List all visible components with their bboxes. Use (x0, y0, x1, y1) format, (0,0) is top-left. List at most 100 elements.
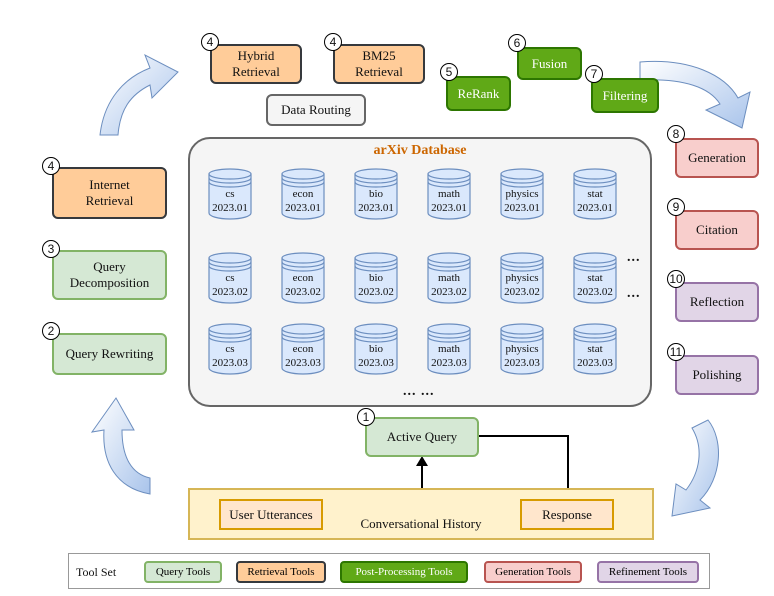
cylinder-date: 2023.03 (431, 357, 467, 369)
legend-item: Retrieval Tools (236, 561, 326, 583)
active-query-label: Active Query (386, 429, 458, 444)
database-cylinder: math 2023.01 (427, 168, 471, 220)
cylinder-category: cs (225, 343, 235, 355)
step-number: 6 (508, 34, 526, 52)
active-query-box: Active Query (365, 417, 479, 457)
reflection-label: Reflection (689, 294, 745, 309)
polishing-box: Polishing (675, 355, 759, 395)
cylinder-date: 2023.01 (285, 202, 321, 214)
database-cylinder: bio 2023.02 (354, 252, 398, 304)
arrow-to-retrieval (99, 53, 179, 136)
rerank-label: ReRank (457, 85, 500, 101)
bm25-retrieval-label: BM25 Retrieval (355, 48, 403, 79)
cylinder-category: econ (292, 272, 314, 284)
database-cylinder: cs 2023.03 (208, 323, 252, 375)
query-rewriting-box: Query Rewriting (52, 333, 167, 375)
user-utterances-box: User Utterances (219, 499, 323, 530)
cylinder-category: econ (292, 188, 314, 200)
step-number: 4 (324, 33, 342, 51)
rerank-box: ReRank (446, 76, 511, 111)
legend-item: Refinement Tools (597, 561, 699, 583)
legend-item: Query Tools (144, 561, 222, 583)
cylinder-category: stat (587, 188, 603, 200)
cylinder-date: 2023.03 (504, 357, 540, 369)
conversational-history-label: Conversational History (360, 516, 482, 531)
ellipsis-bottom: ... ... (403, 384, 435, 399)
cylinder-date: 2023.03 (285, 357, 321, 369)
fusion-box: Fusion (517, 47, 582, 80)
cylinder-category: bio (368, 188, 384, 200)
database-cylinder: econ 2023.02 (281, 252, 325, 304)
cylinder-category: physics (505, 188, 539, 200)
cylinder-category: stat (587, 343, 603, 355)
query-rewriting-label: Query Rewriting (65, 346, 154, 361)
cylinder-date: 2023.02 (577, 286, 613, 298)
bm25-retrieval-box: BM25 Retrieval (333, 44, 425, 84)
cylinder-date: 2023.01 (431, 202, 467, 214)
cylinder-category: physics (505, 272, 539, 284)
filtering-box: Filtering (591, 78, 659, 113)
step-number: 5 (440, 63, 458, 81)
database-cylinder: bio 2023.03 (354, 323, 398, 375)
hybrid-retrieval-box: Hybrid Retrieval (210, 44, 302, 84)
database-cylinder: physics 2023.01 (500, 168, 544, 220)
legend-item: Generation Tools (484, 561, 582, 583)
cylinder-category: bio (368, 272, 384, 284)
step-number: 9 (667, 198, 685, 216)
step-number: 2 (42, 322, 60, 340)
internet-retrieval-label: Internet Retrieval (85, 177, 134, 208)
database-cylinder: math 2023.03 (427, 323, 471, 375)
generation-box: Generation (675, 138, 759, 178)
response-label: Response (542, 506, 592, 522)
database-cylinder: physics 2023.03 (500, 323, 544, 375)
cylinder-date: 2023.01 (504, 202, 540, 214)
ellipsis-right: ... (627, 286, 641, 301)
cylinder-date: 2023.01 (577, 202, 613, 214)
step-number: 4 (42, 157, 60, 175)
legend-item: Post-Processing Tools (340, 561, 468, 583)
cylinder-date: 2023.02 (358, 286, 394, 298)
cylinder-category: physics (505, 343, 539, 355)
citation-label: Citation (696, 222, 738, 237)
data-routing-box: Data Routing (266, 94, 366, 126)
polishing-label: Polishing (692, 367, 742, 382)
cylinder-date: 2023.03 (212, 357, 248, 369)
generation-label: Generation (688, 150, 746, 165)
database-cylinder: bio 2023.01 (354, 168, 398, 220)
cylinder-date: 2023.02 (285, 286, 321, 298)
database-title: arXiv Database (373, 143, 467, 158)
step-number: 1 (357, 408, 375, 426)
database-cylinder: econ 2023.03 (281, 323, 325, 375)
cylinder-date: 2023.03 (358, 357, 394, 369)
query-decomposition-label: Query Decomposition (69, 259, 150, 290)
cylinder-category: math (438, 188, 460, 200)
arrow-to-query (90, 397, 151, 495)
user-utterances-label: User Utterances (229, 506, 313, 522)
arrow-to-history (671, 419, 719, 517)
cylinder-category: cs (225, 272, 235, 284)
cylinder-category: bio (368, 343, 384, 355)
step-number: 10 (667, 270, 685, 288)
response-box: Response (520, 499, 614, 530)
database-cylinder: stat 2023.03 (573, 323, 617, 375)
step-number: 11 (667, 343, 685, 361)
cylinder-category: econ (292, 343, 314, 355)
cylinder-date: 2023.02 (504, 286, 540, 298)
step-number: 3 (42, 240, 60, 258)
database-cylinder: stat 2023.02 (573, 252, 617, 304)
internet-retrieval-box: Internet Retrieval (52, 167, 167, 219)
cylinder-category: stat (587, 272, 603, 284)
ellipsis-right: ... (627, 250, 641, 265)
fusion-label: Fusion (531, 55, 568, 71)
cylinder-date: 2023.01 (358, 202, 394, 214)
cylinder-date: 2023.03 (577, 357, 613, 369)
step-number: 7 (585, 65, 603, 83)
cylinder-category: math (438, 343, 460, 355)
cylinder-category: math (438, 272, 460, 284)
database-cylinder: stat 2023.01 (573, 168, 617, 220)
citation-box: Citation (675, 210, 759, 250)
step-number: 8 (667, 125, 685, 143)
legend-title: Tool Set (76, 565, 117, 579)
